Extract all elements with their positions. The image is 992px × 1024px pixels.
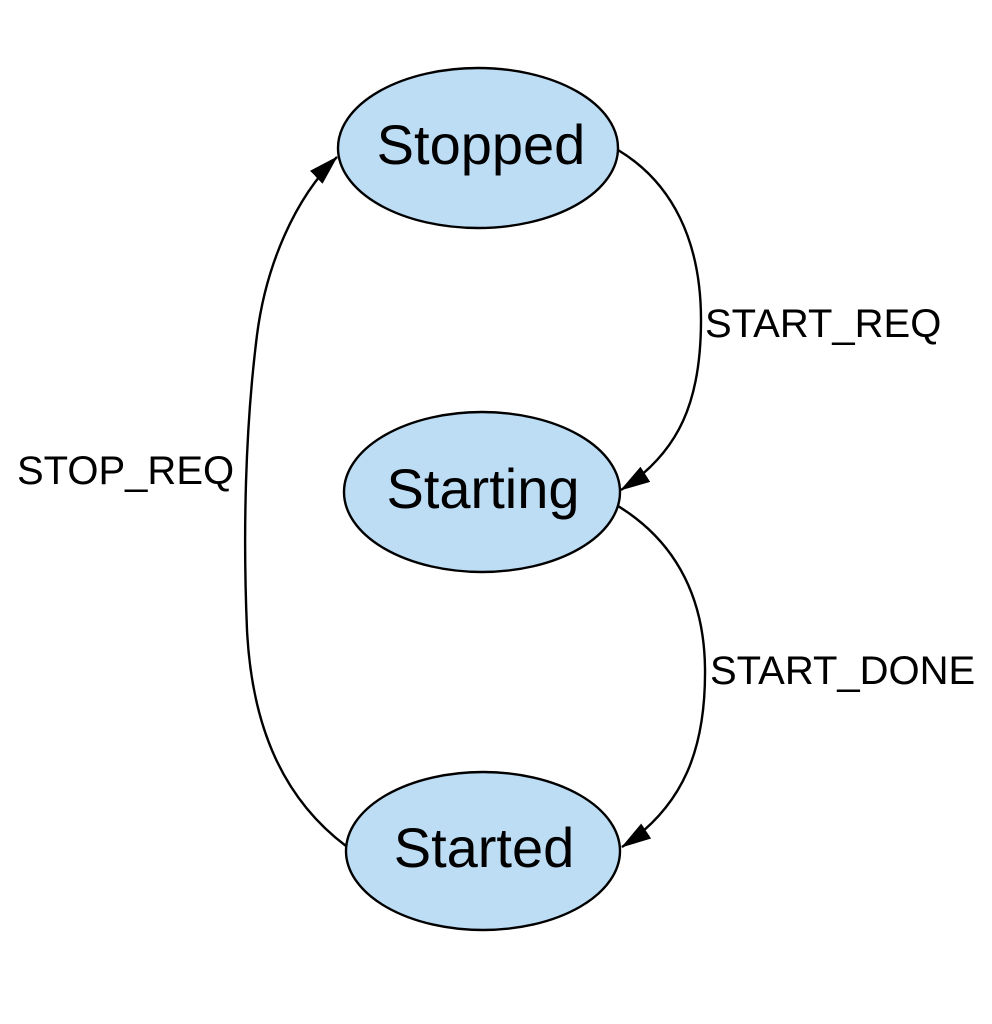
edge-label-start-req: START_REQ	[705, 302, 941, 346]
edge-label-start-done: START_DONE	[710, 649, 975, 693]
state-node-started	[344, 770, 622, 932]
edge-started-to-stopped	[243, 156, 347, 847]
state-label-starting: Starting	[387, 457, 580, 520]
state-label-started: Started	[394, 816, 575, 879]
state-node-stopped	[336, 66, 620, 230]
edge-stopped-to-starting	[617, 148, 703, 492]
edge-starting-to-started	[617, 504, 707, 849]
state-node-starting	[342, 410, 622, 574]
edge-label-stop-req: STOP_REQ	[17, 449, 234, 493]
state-label-stopped: Stopped	[377, 113, 586, 176]
